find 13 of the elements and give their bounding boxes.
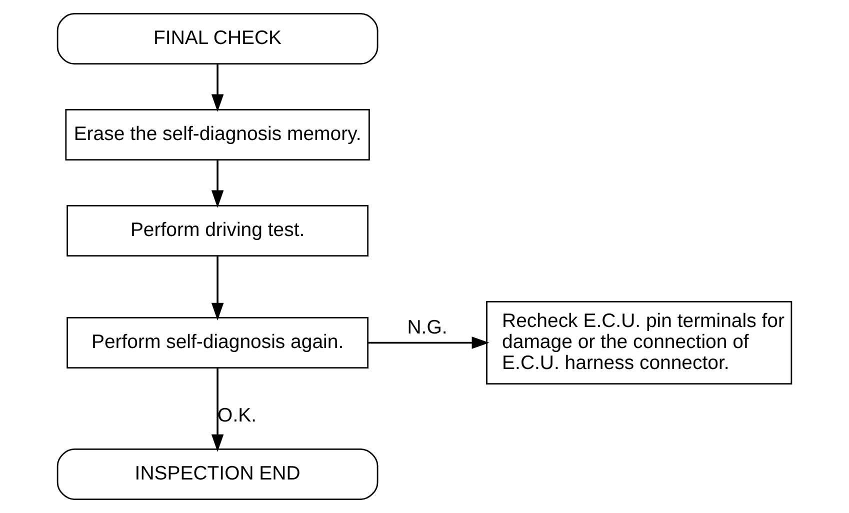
node-box: Recheck E.C.U. pin terminals for damage or the connection of E.C.U. harness connector.	[486, 301, 792, 384]
node-box: Perform driving test.	[66, 205, 368, 256]
edge-label: N.G.	[407, 316, 448, 338]
edge-label: O.K.	[218, 404, 257, 427]
arrow	[211, 160, 224, 208]
node-box: FINAL CHECK	[56, 13, 378, 64]
arrow	[211, 256, 224, 320]
arrow	[368, 336, 490, 349]
node-box: Perform self-diagnosis again.	[66, 317, 368, 368]
arrow	[211, 64, 224, 112]
arrow	[211, 368, 224, 452]
node-box: INSPECTION END	[56, 448, 378, 500]
node-box: Erase the self-diagnosis memory.	[65, 109, 370, 160]
